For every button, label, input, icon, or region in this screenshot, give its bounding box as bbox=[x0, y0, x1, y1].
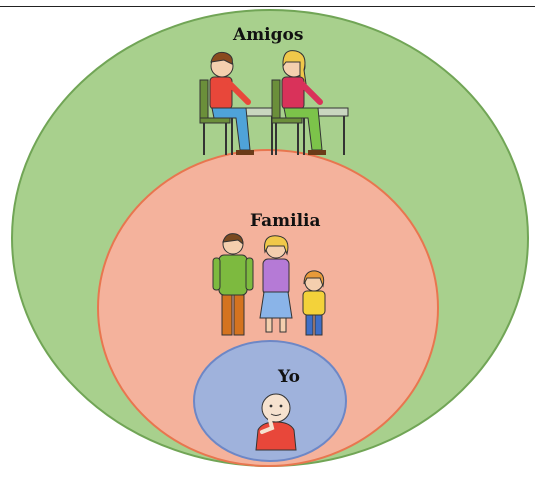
child-pointing-at-self-icon bbox=[255, 393, 297, 451]
circle-label-amigos: Amigos bbox=[233, 25, 304, 45]
two-children-at-desks-icon bbox=[199, 50, 349, 155]
top-divider bbox=[0, 6, 535, 7]
circle-label-yo: Yo bbox=[278, 367, 300, 387]
family-of-three-icon bbox=[212, 233, 326, 336]
circle-label-familia: Familia bbox=[250, 211, 321, 231]
